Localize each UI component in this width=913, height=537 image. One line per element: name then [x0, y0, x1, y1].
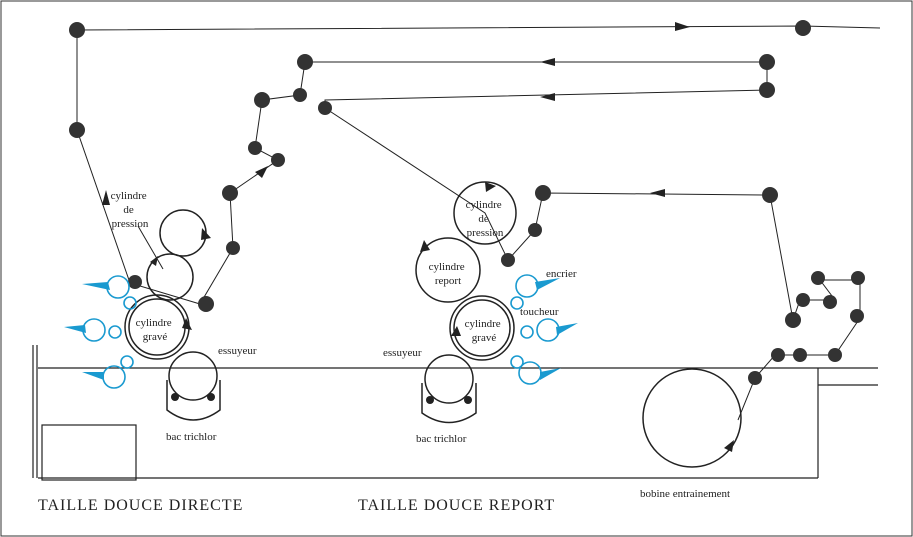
right-bac-label: bac trichlor	[416, 433, 467, 445]
left-grave-label: cylindre gravé	[136, 317, 175, 343]
left-pression-label-line: de	[123, 204, 134, 216]
left-grave-label-line: gravé	[143, 331, 168, 343]
right-report	[415, 237, 481, 303]
right-ink-fountains	[535, 278, 578, 380]
direction-arrows	[102, 22, 690, 205]
left-press-cylinders	[124, 209, 221, 421]
right-grave-outer	[449, 295, 515, 361]
left-essuyeur-roller	[168, 351, 218, 401]
title-directe: TAILLE DOUCE DIRECTE	[38, 497, 243, 514]
right-grave-label: cylindre gravé	[465, 318, 504, 344]
machine-frame	[32, 345, 878, 481]
right-grave-inner	[453, 299, 511, 357]
right-report-label: cylindre report	[429, 261, 468, 287]
right-bac-trichlor	[421, 383, 477, 424]
left-pression-leader	[137, 225, 164, 270]
left-grave-label-line: cylindre	[136, 317, 172, 329]
left-pression-lower	[146, 253, 194, 301]
encrier-label: encrier	[546, 268, 577, 280]
left-pression-upper	[159, 209, 207, 257]
toucheur-label: toucheur	[520, 306, 559, 318]
guide-rollers	[69, 20, 865, 385]
right-cylinder-arrows	[420, 182, 496, 404]
right-report-label-line: cylindre	[429, 261, 465, 273]
left-pression-label-line: pression	[112, 218, 149, 230]
right-press-cylinders	[415, 181, 517, 424]
left-essuyeur-label: essuyeur	[218, 345, 257, 357]
left-ink-units	[82, 275, 137, 389]
right-pression-label-line: cylindre	[466, 199, 502, 211]
bobine-label: bobine entrainement	[640, 488, 730, 500]
right-essuyeur-label: essuyeur	[383, 347, 422, 359]
right-pression-label-line: de	[478, 213, 489, 225]
right-report-label-line: report	[435, 275, 461, 287]
right-pression-label: cylindre de pression	[466, 199, 505, 239]
title-report: TAILLE DOUCE REPORT	[358, 497, 555, 514]
right-grave-label-line: cylindre	[465, 318, 501, 330]
bobine-arrow-icon	[724, 440, 734, 452]
left-bac-trichlor	[166, 380, 221, 421]
left-pression-label: cylindre de pression	[111, 190, 150, 230]
left-ink-fountains	[64, 282, 110, 380]
left-bac-label: bac trichlor	[166, 431, 217, 443]
right-essuyeur-roller	[424, 354, 474, 404]
right-pression-label-line: pression	[467, 227, 504, 239]
left-pression-label-line: cylindre	[111, 190, 147, 202]
right-grave-label-line: gravé	[472, 332, 497, 344]
bobine-reel	[642, 368, 742, 468]
left-cylinder-arrows	[150, 228, 215, 401]
